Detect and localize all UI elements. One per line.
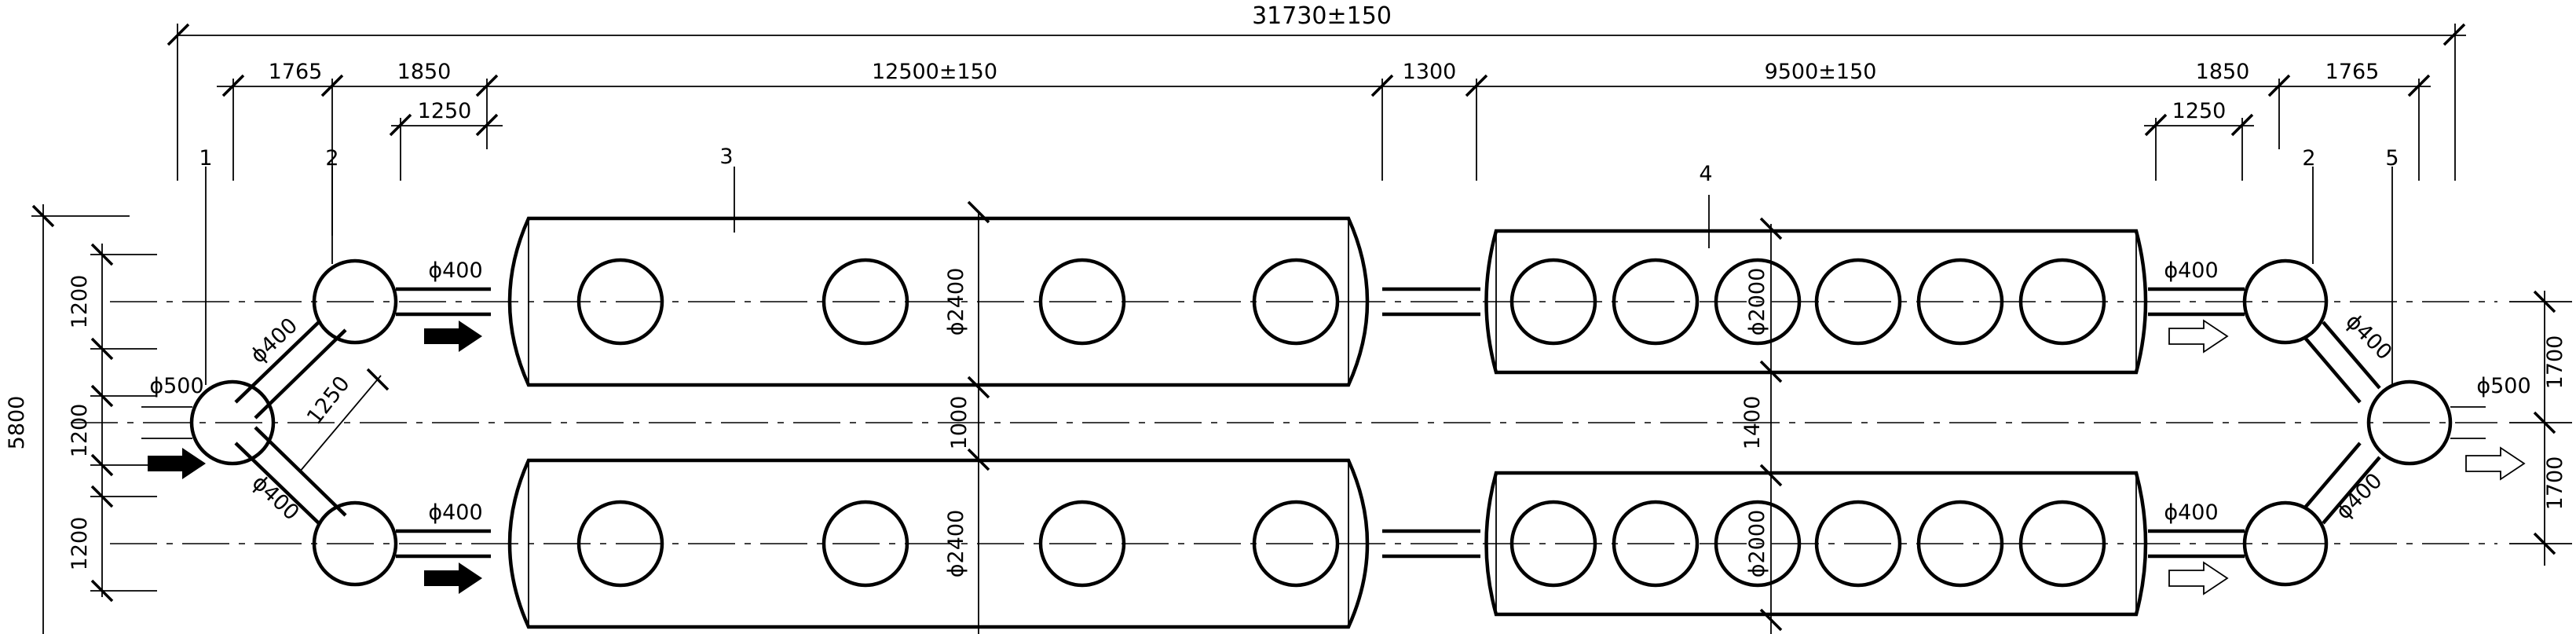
item-label-3: 3	[719, 145, 733, 169]
vessel-3-lower: ϕ2400	[507, 458, 1370, 629]
vessel-4-upper-port-3	[1714, 258, 1802, 346]
inlet-main-dia: ϕ500	[149, 374, 203, 398]
vessel-3-upper-port-4	[1252, 258, 1340, 346]
item-label-2-left: 2	[325, 146, 338, 170]
vessel-3-lower-dia: ϕ2400	[944, 510, 968, 578]
vessel-3-lower-port-3	[1038, 500, 1126, 588]
vessel-4-upper: ϕ2000	[1484, 229, 2148, 375]
inlet-arrow-icon	[148, 448, 206, 479]
vessel-3-upper-port-2	[821, 258, 909, 346]
dim-total-height: 5800	[5, 396, 29, 450]
outlet-header-node	[2366, 379, 2453, 466]
lower-outlet-arrow-icon	[2168, 561, 2229, 596]
dim-right-lower: 1700	[2543, 456, 2567, 511]
dim-left-lower: 1200	[68, 517, 92, 571]
vessel-3-lower-port-4	[1252, 500, 1340, 588]
vessel-3-lower-port-1	[576, 500, 664, 588]
flow-arrows	[148, 319, 2526, 596]
dim-12500: 12500±150	[872, 60, 997, 84]
upper-right-node	[2242, 258, 2329, 345]
vessel-4-lower-port-3	[1714, 500, 1802, 588]
dim-1250-left: 1250	[418, 99, 472, 123]
branch-upper-right-dia: ϕ400	[2341, 310, 2397, 365]
center-lines	[71, 301, 2497, 544]
vessel-4-lower-port-4	[1814, 500, 1902, 588]
pipe-lower-right-dia: ϕ400	[2164, 500, 2218, 525]
inlet-piping: 1250 ϕ500 ϕ400 ϕ400 ϕ400 ϕ400	[141, 258, 491, 587]
vessel-4-upper-dia: ϕ2000	[1745, 268, 1769, 336]
lower-flow-arrow-icon	[424, 563, 482, 594]
segment-dimensions: 1765 1850 12500±150 1300 9500±150 1850 1…	[217, 60, 2431, 236]
upper-outlet-arrow-icon	[2168, 319, 2229, 354]
branch-lower-left-dia: ϕ400	[247, 471, 304, 526]
overall-dimension-line: 31730±150	[166, 2, 2466, 181]
dim-1850-left: 1850	[397, 60, 452, 84]
vessel-4-lower-port-2	[1612, 500, 1700, 588]
dim-1765-right: 1765	[2325, 60, 2380, 84]
sub-dimensions: 1250 1250	[389, 99, 2254, 181]
vessel-4-lower-dia: ϕ2000	[1745, 510, 1769, 578]
branch-upper-left-dia: ϕ400	[246, 313, 302, 368]
item-label-5: 5	[2385, 146, 2399, 170]
center-gap-dimensions: 1000 1400	[947, 200, 1783, 634]
diag-dim-1250: 1250	[302, 372, 355, 429]
vessel-4-upper-port-5	[1916, 258, 2004, 346]
vessel-4-lower-port-6	[2018, 500, 2106, 588]
upper-left-node	[312, 258, 398, 345]
branch-lower-right-dia: ϕ400	[2332, 469, 2388, 525]
dim-1300: 1300	[1403, 60, 1457, 84]
outlet-main-dia: ϕ500	[2476, 374, 2530, 398]
dim-right-upper: 1700	[2543, 335, 2567, 390]
dim-1765-left: 1765	[269, 60, 323, 84]
outlet-arrow-icon	[2465, 446, 2526, 481]
dim-left-middle: 1200	[68, 404, 92, 458]
item-leaders: 1 2 3 4 2 5	[199, 145, 2399, 385]
pipe-lower-left-dia: ϕ400	[428, 500, 482, 525]
dim-1250-right: 1250	[2172, 99, 2227, 123]
inlet-header-node	[189, 379, 276, 466]
vessel-3-lower-port-2	[821, 500, 909, 588]
pipe-upper-left-dia: ϕ400	[428, 258, 482, 283]
dim-center-gap-right: 1400	[1740, 396, 1765, 450]
item-label-4: 4	[1699, 162, 1712, 186]
lower-right-node	[2242, 500, 2329, 587]
vessel-4-upper-port-6	[2018, 258, 2106, 346]
vessel-3-upper: ϕ2400	[507, 216, 1370, 387]
item-label-1: 1	[199, 146, 212, 170]
vessel-3-upper-port-1	[576, 258, 664, 346]
vessel-4-lower-port-5	[1916, 500, 2004, 588]
vessel-3-upper-port-3	[1038, 258, 1126, 346]
dim-1850-right: 1850	[2196, 60, 2250, 84]
vessel-4-upper-port-1	[1509, 258, 1597, 346]
dim-9500: 9500±150	[1765, 60, 1877, 84]
vessel-4-upper-port-2	[1612, 258, 1700, 346]
dim-left-upper: 1200	[68, 275, 92, 329]
dim-center-gap-left: 1000	[947, 396, 971, 450]
outlet-piping: ϕ400 ϕ400 ϕ400 ϕ400 ϕ500	[2148, 258, 2531, 587]
lower-left-node	[312, 500, 398, 587]
item-label-2-right: 2	[2302, 146, 2315, 170]
vessel-4-lower: ϕ2000	[1484, 471, 2148, 617]
pipe-upper-right-dia: ϕ400	[2164, 258, 2218, 283]
vessel-4-lower-port-1	[1509, 500, 1597, 588]
vessel-4-upper-port-4	[1814, 258, 1902, 346]
upper-flow-arrow-icon	[424, 321, 482, 352]
left-vertical-dimensions: 5800 1200 1200 1200	[5, 204, 157, 634]
overall-dimension-label: 31730±150	[1252, 2, 1392, 30]
right-vertical-dimensions: 1700 1700	[2509, 290, 2572, 566]
interconnect-pipes	[1382, 287, 1480, 559]
vessel-3-upper-dia: ϕ2400	[944, 268, 968, 336]
